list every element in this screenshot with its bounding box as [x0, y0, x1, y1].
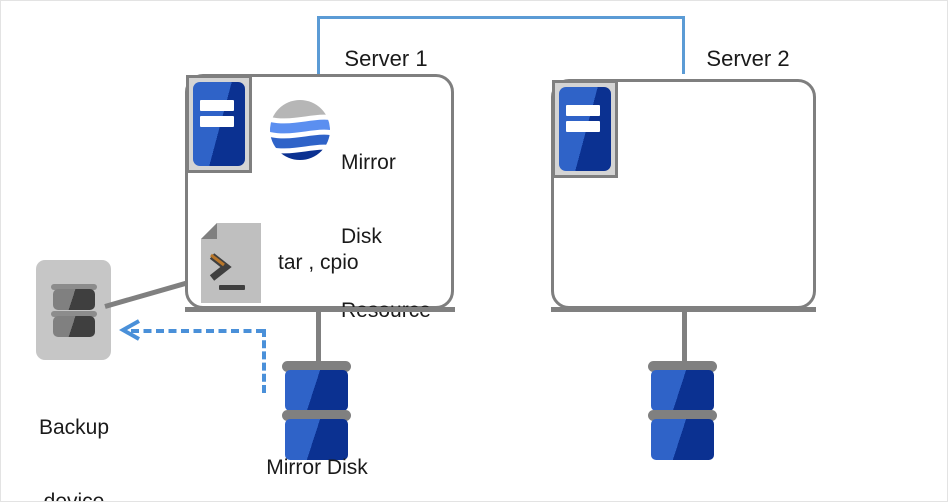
- terminal-script-icon: [201, 223, 261, 303]
- script-label: tar , cpio: [278, 251, 359, 274]
- disk-platter: [651, 419, 714, 460]
- disk-cap: [282, 361, 351, 372]
- disk-platter: [651, 370, 714, 411]
- server-1-disk-wire: [316, 307, 321, 365]
- backup-device-label-line-2: device: [43, 489, 105, 502]
- server-led-bar: [566, 104, 600, 116]
- server-icon-1: [186, 75, 252, 173]
- backup-device-chassis: [36, 260, 111, 360]
- backup-disk-platter: [53, 316, 95, 337]
- server-2-disk-wire: [682, 307, 687, 365]
- disk-cap: [648, 410, 717, 421]
- interconnect-right-stem: [682, 16, 685, 74]
- terminal-script-svg: [201, 223, 261, 303]
- backup-device-label: Backup device: [13, 366, 135, 502]
- server-icon-2: [552, 80, 618, 178]
- mirror-disk-resource-line-1: Mirror: [341, 150, 396, 174]
- mirror-disk-2-icon: [648, 361, 717, 465]
- backup-flow-horizontal: [131, 329, 264, 333]
- interconnect-top-bar: [317, 16, 685, 19]
- backup-device-label-line-1: Backup: [38, 415, 110, 439]
- backup-to-server-wire: [104, 280, 188, 309]
- backup-disk-cap: [51, 284, 97, 290]
- backup-flow-vertical: [262, 329, 266, 393]
- server-led-bar: [566, 121, 600, 133]
- server-2-title: Server 2: [706, 46, 790, 71]
- mirror-disk-resource-line-2: Disk: [341, 224, 382, 248]
- mirror-disk-1-icon: [282, 361, 351, 465]
- server-led-bar: [200, 116, 234, 128]
- server-chassis-2: [559, 87, 611, 171]
- interconnect-left-stem: [317, 16, 320, 74]
- disk-platter: [285, 370, 348, 411]
- server-2-bottom-rail: [551, 307, 816, 312]
- server-led-bar: [200, 99, 234, 111]
- mirror-disk-resource-label: Mirror Disk Resource: [341, 101, 461, 373]
- backup-device-disk-icon: [51, 284, 97, 342]
- arrowhead-svg: [118, 319, 140, 341]
- mirror-disk-1-label: Mirror Disk: [266, 456, 368, 479]
- backup-disk-cap: [51, 311, 97, 317]
- disk-platter: [285, 419, 348, 460]
- globe-mirror-svg: [270, 100, 330, 160]
- disk-cap: [282, 410, 351, 421]
- server-1-title: Server 1: [344, 46, 428, 71]
- server-1-bottom-rail: [185, 307, 455, 312]
- server-chassis-1: [193, 82, 245, 166]
- disk-cap: [648, 361, 717, 372]
- globe-mirror-icon: [269, 99, 331, 161]
- backup-disk-platter: [53, 289, 95, 310]
